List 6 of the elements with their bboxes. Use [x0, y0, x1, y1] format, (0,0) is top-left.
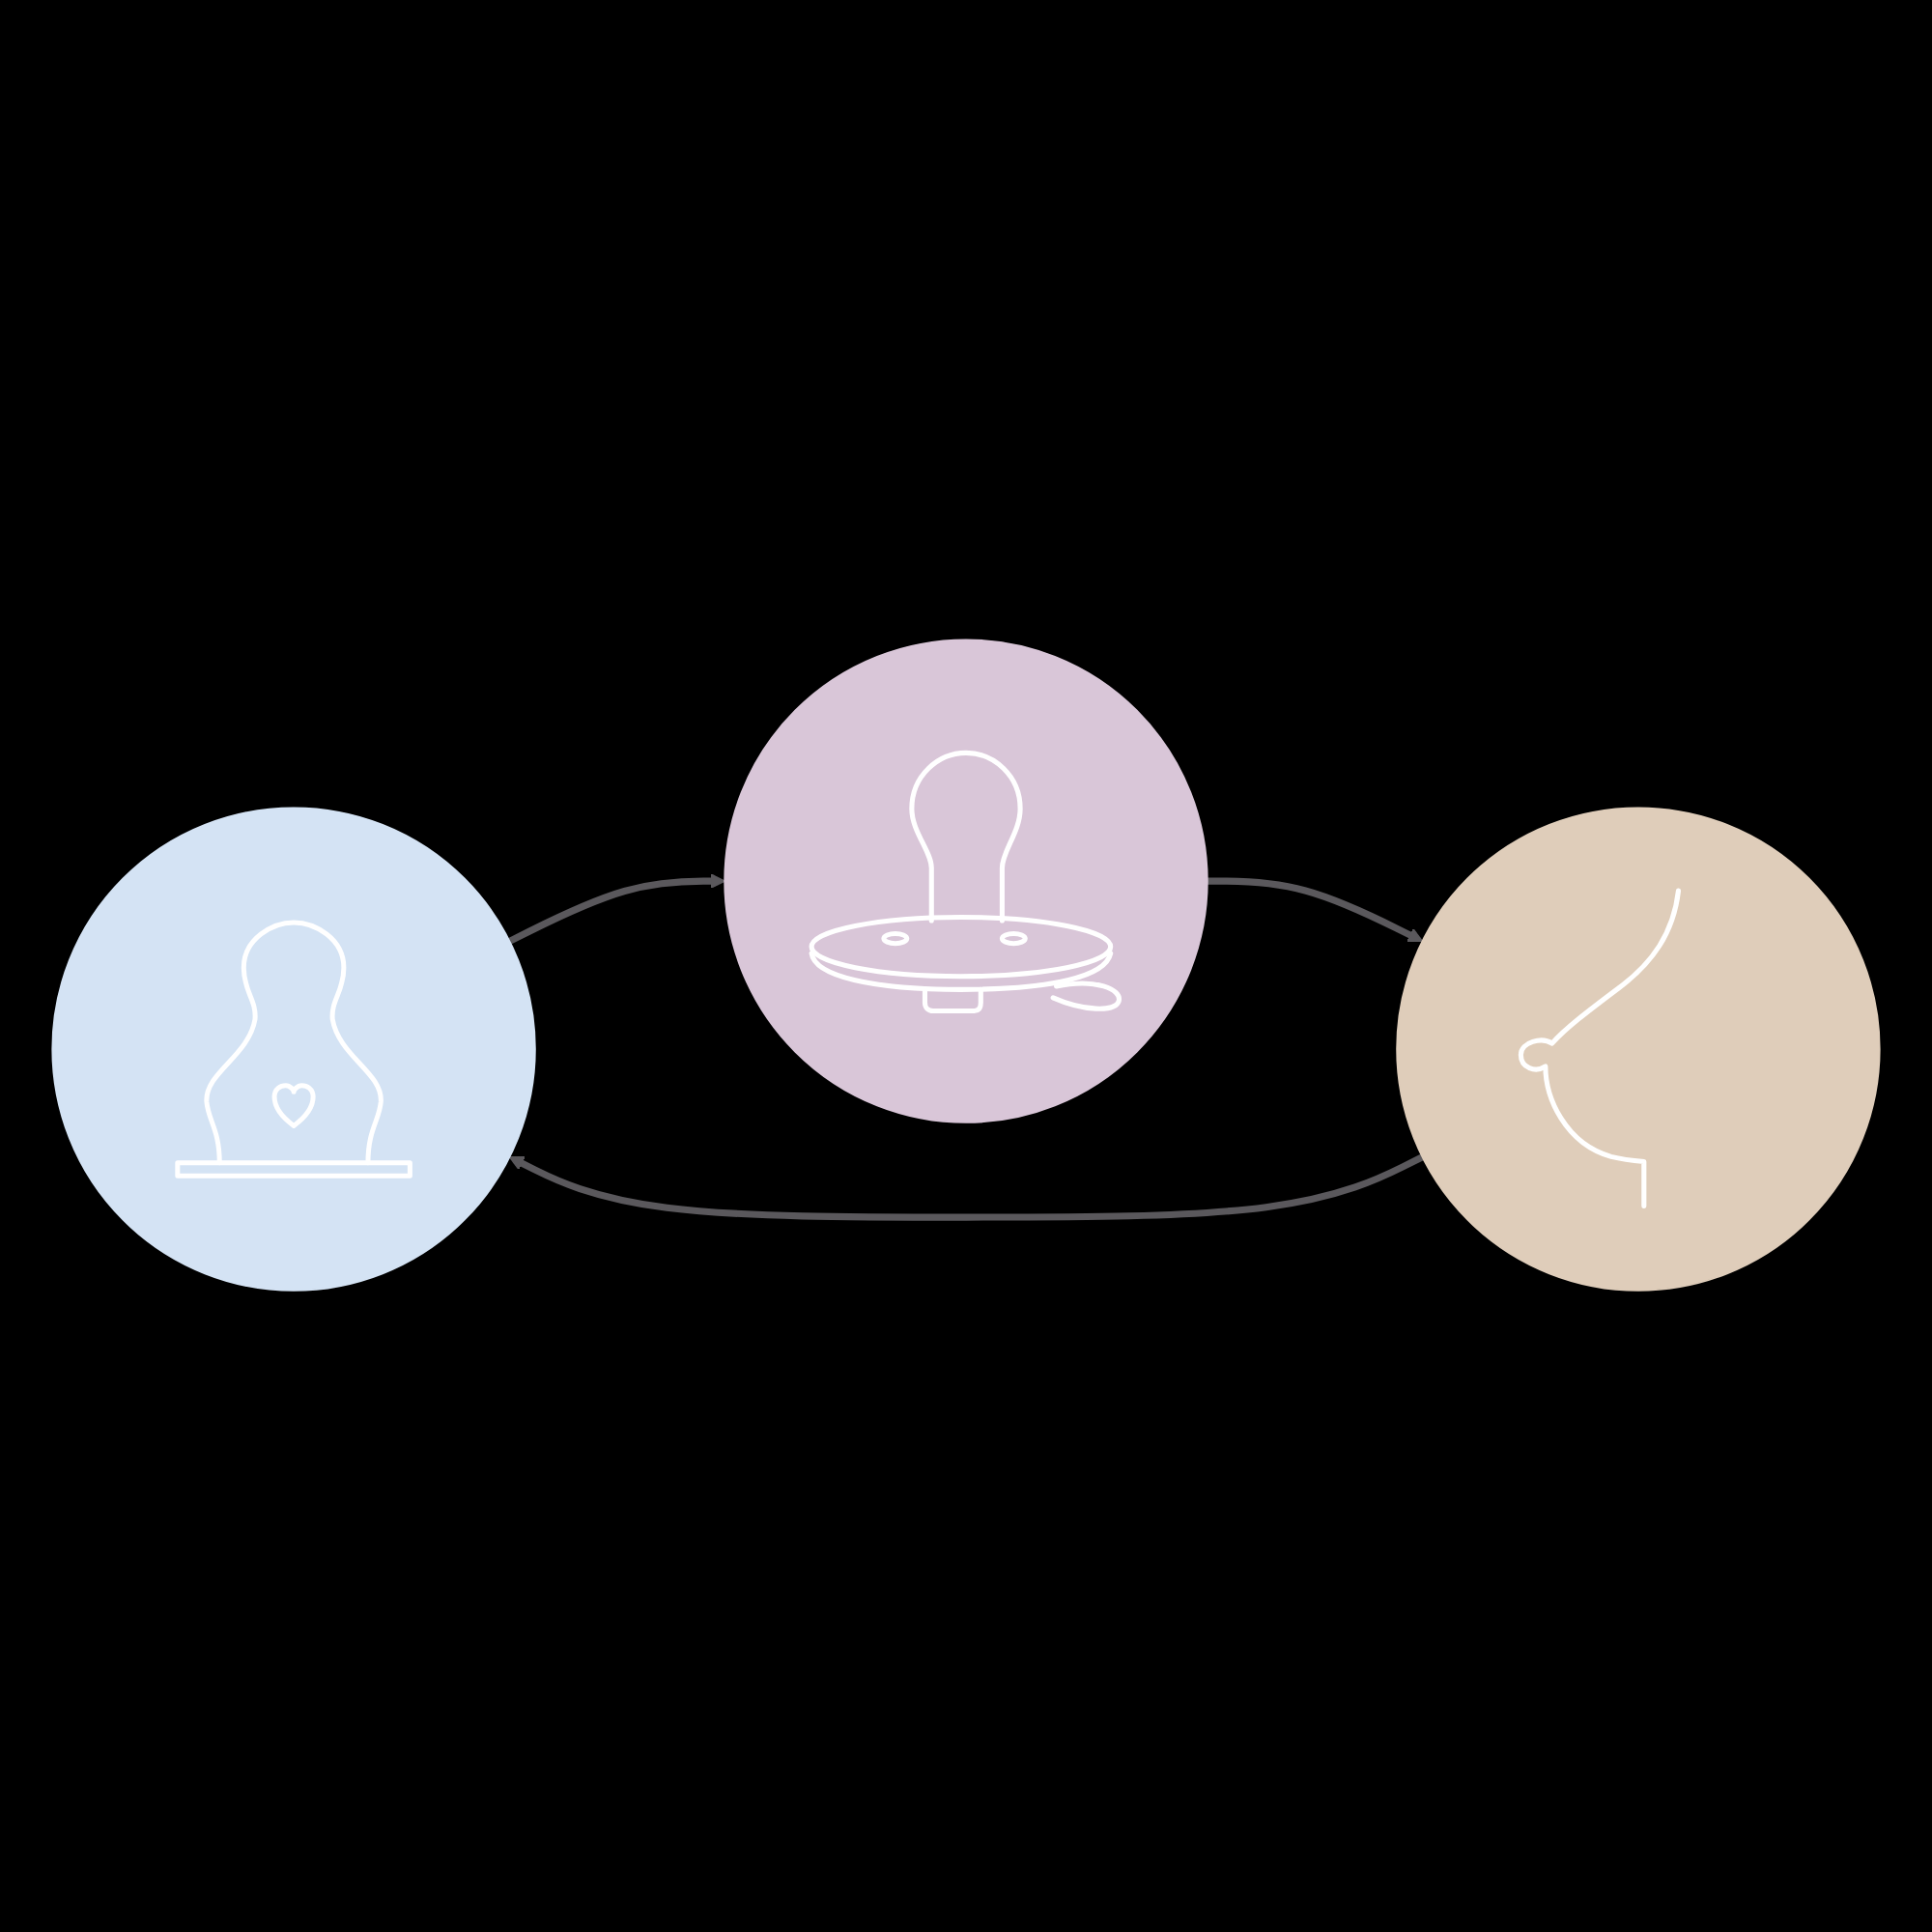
arrow	[508, 1154, 1425, 1222]
arrow	[507, 874, 725, 946]
step-circle	[51, 808, 536, 1293]
step-circle	[1396, 808, 1881, 1293]
step-circle	[724, 639, 1208, 1124]
arrow	[1207, 878, 1424, 943]
